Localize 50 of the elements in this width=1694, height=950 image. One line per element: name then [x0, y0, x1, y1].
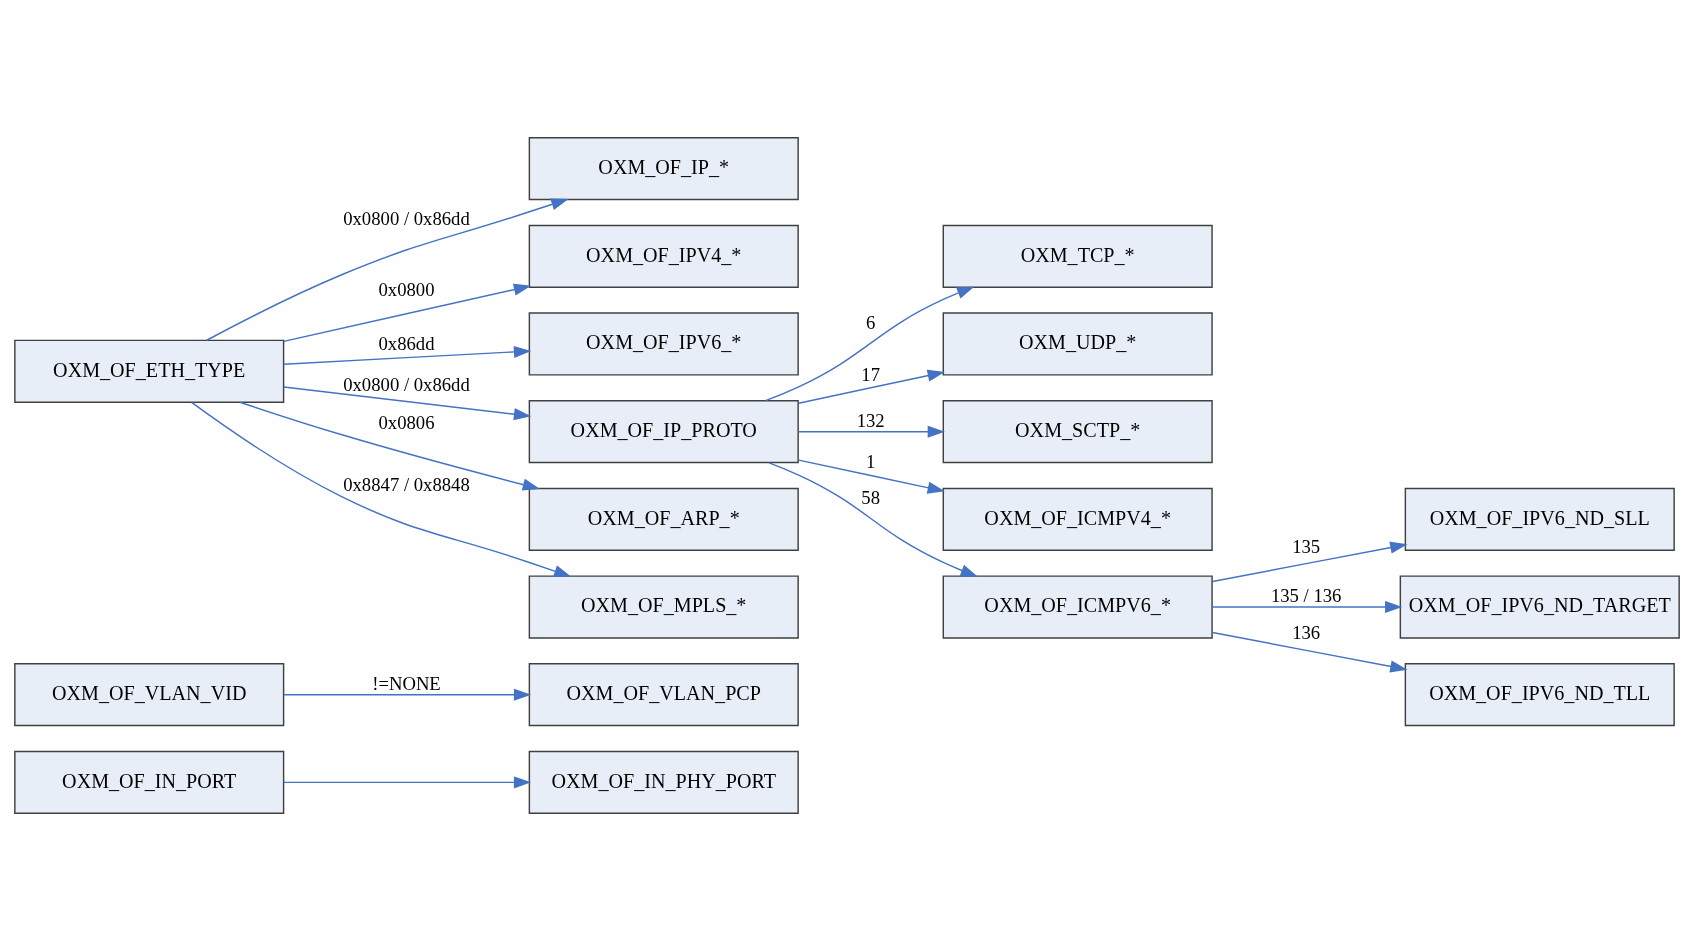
- arrow: [797, 369, 945, 404]
- edge-label: 1: [866, 450, 876, 472]
- edge-label: 132: [856, 408, 885, 430]
- arrow: [206, 198, 569, 341]
- arrow: [1211, 600, 1403, 613]
- arrow: [239, 401, 540, 490]
- node-box: OXM_OF_IP_*: [528, 136, 799, 200]
- arrow: [283, 283, 532, 342]
- arrow: [797, 458, 945, 494]
- edge-label: 0x0800: [378, 278, 435, 300]
- edge-label: 135 / 136: [1270, 584, 1342, 606]
- node-box: OXM_OF_MPLS_*: [528, 574, 799, 639]
- edge-label: 136: [1292, 621, 1321, 643]
- edge-label: 0x0806: [378, 411, 435, 433]
- arrow: [764, 286, 975, 401]
- edge-label: !=NONE: [372, 672, 441, 693]
- node-box: OXM_OF_IN_PORT: [14, 750, 285, 814]
- node-box: OXM_OF_IP_PROTO: [528, 399, 799, 463]
- node-box: OXM_OF_IPV6_ND_TLL: [1404, 662, 1675, 726]
- node-box: OXM_OF_IPV4_*: [528, 224, 799, 288]
- node-box: OXM_OF_ICMPV6_*: [942, 574, 1213, 639]
- node-box: OXM_OF_VLAN_VID: [14, 662, 285, 726]
- node-box: OXM_OF_ETH_TYPE: [14, 339, 285, 403]
- node-box: OXM_OF_IPV6_ND_SLL: [1404, 487, 1675, 551]
- edge-label: 0x0800 / 0x86dd: [343, 373, 470, 395]
- edge-label: 0x86dd: [378, 332, 435, 354]
- node-box: OXM_OF_IPV6_ND_TARGET: [1399, 574, 1680, 639]
- node-box: OXM_OF_IPV6_*: [528, 311, 799, 376]
- node-box: OXM_SCTP_*: [942, 399, 1213, 463]
- node-box: OXM_OF_VLAN_PCP: [528, 662, 799, 726]
- arrow: [1211, 631, 1408, 672]
- edge-label: 58: [861, 486, 881, 508]
- arrow: [768, 461, 978, 577]
- node-box: OXM_OF_ARP_*: [528, 487, 799, 551]
- arrow: [283, 775, 532, 788]
- edge-label: 6: [866, 311, 876, 333]
- arrow: [283, 385, 532, 420]
- node-box: OXM_UDP_*: [942, 311, 1213, 376]
- edge-label: 135: [1292, 535, 1321, 557]
- node-box: OXM_OF_ICMPV4_*: [942, 487, 1213, 551]
- node-box: OXM_TCP_*: [942, 224, 1213, 288]
- edge-label: 0x0800 / 0x86dd: [343, 207, 470, 229]
- node-box: OXM_OF_IN_PHY_PORT: [528, 750, 799, 814]
- arrow: [1211, 541, 1408, 582]
- arrow: [283, 688, 532, 701]
- arrow: [283, 345, 532, 365]
- edge-label: 0x8847 / 0x8848: [343, 473, 470, 495]
- arrow: [797, 425, 945, 438]
- edge-label: 17: [861, 363, 881, 384]
- arrow: [190, 401, 572, 577]
